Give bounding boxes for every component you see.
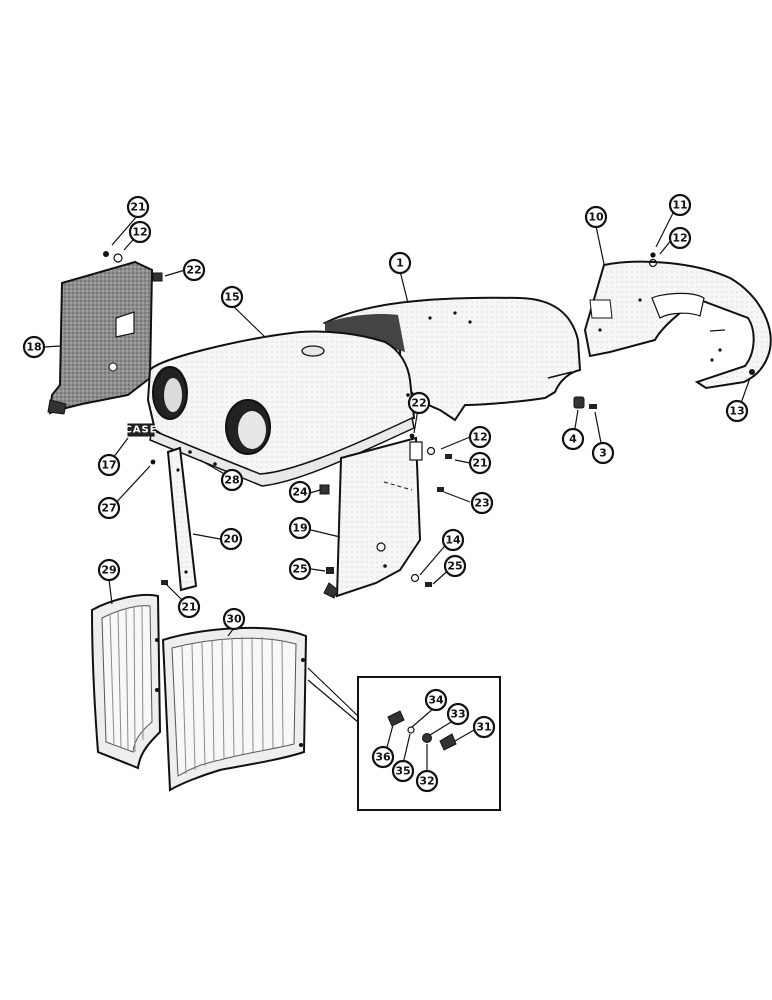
callout-balloon: 33	[446, 702, 470, 726]
callout-number: 23	[474, 497, 489, 510]
callout-balloon: 32	[415, 769, 439, 793]
side-strip	[166, 446, 198, 592]
callout-balloon: 21	[468, 451, 492, 475]
callout-number: 17	[101, 459, 116, 472]
callout-number: 14	[445, 534, 461, 547]
callout-number: 25	[447, 560, 462, 573]
callout-number: 13	[729, 405, 744, 418]
callout-number: 19	[292, 522, 307, 535]
small-front-grille	[90, 594, 162, 770]
left-side-panel	[47, 251, 163, 415]
callout-balloon: 11	[668, 193, 692, 217]
callout-number: 31	[476, 721, 491, 734]
callout-number: 22	[411, 397, 426, 410]
callout-balloon: 23	[470, 491, 494, 515]
callout-balloon: 21	[126, 195, 150, 219]
callout-balloon: 18	[22, 335, 46, 359]
callout-balloon: 22	[407, 391, 431, 415]
callout-balloon: 12	[668, 226, 692, 250]
callout-balloon: 30	[222, 607, 246, 631]
callout-balloon: 1	[388, 251, 412, 275]
callout-number: 4	[569, 433, 577, 446]
callout-labels: 21 12 22 18 15 1 10 11 12 13 4 3 22 12 2…	[22, 193, 749, 793]
callout-number: 10	[588, 211, 604, 224]
callout-balloon: 13	[725, 399, 749, 423]
callout-balloon: 22	[182, 258, 206, 282]
callout-number: 24	[292, 486, 308, 499]
callout-balloon: 28	[220, 468, 244, 492]
callout-balloon: 20	[219, 527, 243, 551]
brand-emblem-text: CASE	[124, 425, 157, 436]
callout-number: 21	[181, 601, 196, 614]
fastener-detail-inset	[307, 667, 501, 811]
callout-balloon: 15	[220, 285, 244, 309]
hood-front-section	[146, 330, 416, 487]
callout-balloon: 35	[391, 759, 415, 783]
callout-number: 21	[130, 201, 145, 214]
callout-number: 21	[472, 457, 487, 470]
callout-number: 33	[450, 708, 465, 721]
callout-number: 30	[226, 613, 242, 626]
callout-balloon: 25	[288, 557, 312, 581]
callout-number: 22	[186, 264, 201, 277]
hardware-fasteners	[150, 396, 597, 587]
callout-number: 12	[472, 431, 487, 444]
callout-balloon: 31	[472, 715, 496, 739]
brand-emblem: CASE	[124, 423, 157, 437]
callout-number: 32	[419, 775, 434, 788]
callout-balloon: 3	[591, 441, 615, 465]
callout-balloon: 12	[468, 425, 492, 449]
callout-balloon: 25	[443, 554, 467, 578]
callout-balloon: 17	[97, 453, 121, 477]
callout-balloon: 19	[288, 516, 312, 540]
callout-number: 36	[375, 751, 391, 764]
callout-number: 3	[599, 447, 607, 460]
large-front-grille	[161, 626, 308, 792]
callout-balloon: 10	[584, 205, 608, 229]
callout-number: 12	[672, 232, 687, 245]
rear-cowl	[583, 252, 772, 390]
callout-balloon: 27	[97, 496, 121, 520]
callout-number: 1	[396, 257, 404, 270]
callout-balloon: 4	[561, 427, 585, 451]
callout-number: 15	[224, 291, 239, 304]
callout-number: 34	[428, 694, 444, 707]
callout-number: 18	[26, 341, 41, 354]
callout-number: 28	[224, 474, 239, 487]
callout-balloon: 29	[97, 558, 121, 582]
callout-balloon: 14	[441, 528, 465, 552]
callout-balloon: 12	[128, 220, 152, 244]
callout-balloon: 21	[177, 595, 201, 619]
callout-number: 29	[101, 564, 116, 577]
callout-number: 12	[132, 226, 147, 239]
callout-number: 27	[101, 502, 116, 515]
callout-number: 25	[292, 563, 307, 576]
callout-number: 35	[395, 765, 410, 778]
callout-number: 11	[672, 199, 687, 212]
callout-balloon: 36	[371, 745, 395, 769]
callout-number: 20	[223, 533, 239, 546]
right-side-panel	[323, 436, 423, 599]
callout-balloon: 34	[424, 688, 448, 712]
callout-balloon: 24	[288, 480, 312, 504]
